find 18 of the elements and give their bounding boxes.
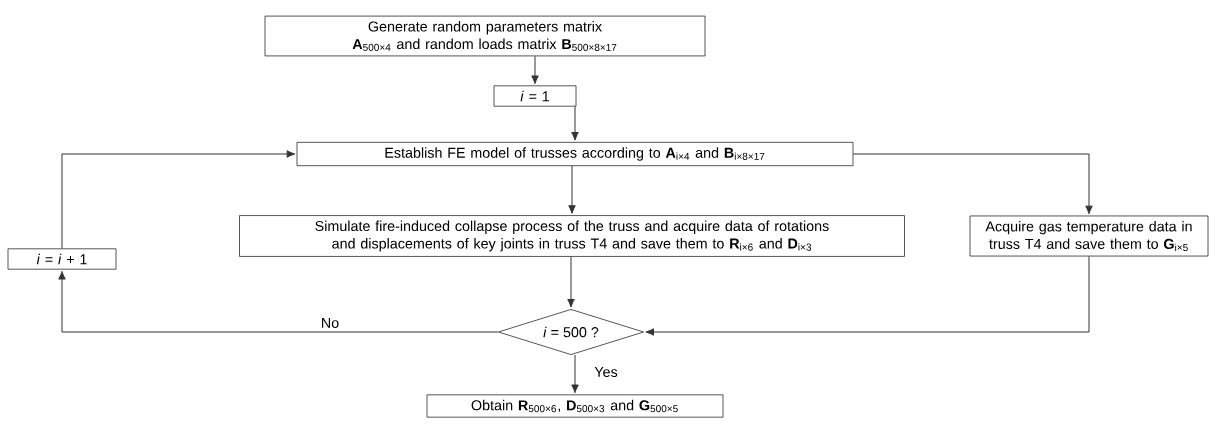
process-box: Simulate fire-induced collapse process of the truss and acquire data of rotations and displacements of key joints in truss T4 and save them to R$_{i×6}$ and D$_{i×3}$ (239, 215, 905, 257)
arrow (852, 153, 1093, 215)
process-box: Establish FE model of trusses according to A$_{i×4}$ and B$_{i×8×17}$ (296, 142, 854, 167)
process-box: Generate random parameters matrix A$_{500×4}$ and random loads matrix B$_{500×8×17}$ (264, 15, 706, 57)
arrow (645, 255, 1090, 336)
arrow (61, 150, 296, 249)
process-box: Obtain R$_{500×6}$, D$_{500×3}$ and G$_{500×5}$ (426, 394, 724, 418)
process-box: Acquire gas temperature data in truss T4 and save them to G$_{i×5}$ (969, 215, 1209, 257)
arrow (58, 270, 499, 333)
arrow (531, 55, 539, 85)
edge-label: Yes (592, 365, 620, 379)
arrow (568, 165, 576, 214)
process-box: i = i + 1 (7, 248, 117, 270)
arrow (567, 256, 575, 308)
edge-label: No (319, 316, 341, 330)
process-box: i = 1 (493, 85, 577, 107)
arrow (571, 354, 579, 394)
arrow (571, 106, 579, 141)
